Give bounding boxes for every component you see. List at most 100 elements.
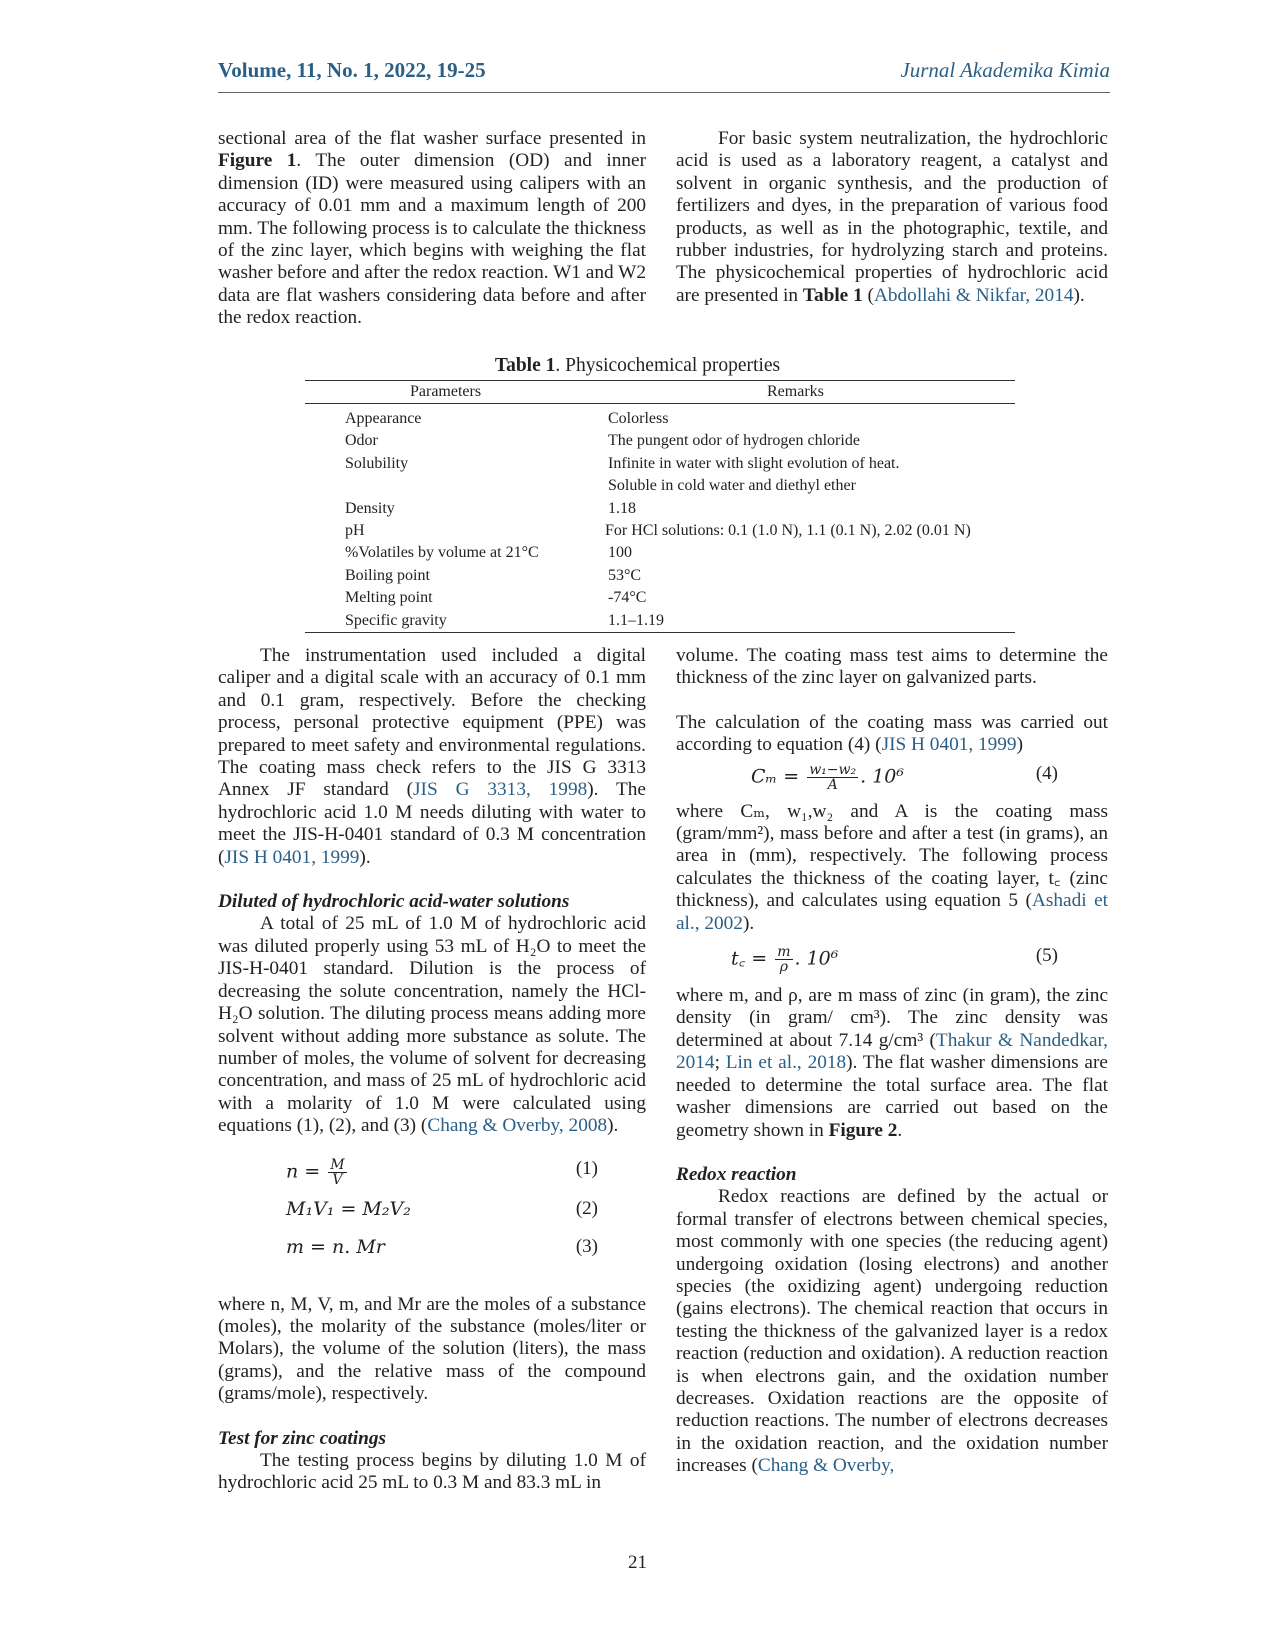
table-cell: Density xyxy=(345,499,395,517)
citation-link[interactable]: JIS H 0401, 1999 xyxy=(881,734,1017,756)
text: ). The hydrochloric acid 1.0 M needs dil… xyxy=(218,779,646,868)
header-rule xyxy=(218,92,1110,93)
section-heading: Diluted of hydrochloric acid-water solut… xyxy=(218,891,570,913)
paragraph: A total of 25 mL of 1.0 M of hydrochlori… xyxy=(218,913,646,1137)
figure-ref[interactable]: Figure 2 xyxy=(828,1119,898,1141)
table-cell: 1.1–1.19 xyxy=(608,611,664,629)
table-cell: For HCl solutions: 0.1 (1.0 N), 1.1 (0.1… xyxy=(605,521,971,539)
eq-expression: m = n. Mr xyxy=(286,1235,385,1258)
equation-2: M₁V₁ = M₂V₂ (2) xyxy=(218,1192,646,1230)
equation-number: (3) xyxy=(575,1235,598,1257)
right-column: volume. The coating mass test aims to de… xyxy=(676,645,1108,1478)
citation-link[interactable]: Ashadi et al., 2002 xyxy=(676,890,1108,934)
paragraph: where n, M, V, m, and Mr are the moles o… xyxy=(218,1293,646,1405)
text: ) xyxy=(1016,734,1023,756)
paragraph: where m, and ρ, are m mass of zinc (in g… xyxy=(676,985,1108,1142)
citation-link[interactable]: Thakur & Nandedkar, 2014 xyxy=(676,1029,1109,1074)
paragraph: where Cₘ, w₁,w₂ and A is the coating mas… xyxy=(676,801,1108,935)
citation-link[interactable]: JIS G 3313, 1998 xyxy=(413,779,588,801)
text: ). xyxy=(742,912,755,934)
table-ref[interactable]: Table 1 xyxy=(802,284,863,306)
equation-number: (5) xyxy=(1035,945,1058,967)
table-cell: Colorless xyxy=(608,410,669,427)
table-row: %Volatiles by volume at 21°C 100 xyxy=(305,542,1015,564)
text: where m, and ρ, are m mass of zinc (in g… xyxy=(676,985,1108,1051)
table-cell: 100 xyxy=(608,544,632,562)
text: The calculation of the coating mass was … xyxy=(676,711,1108,756)
table-header-cell: Remarks xyxy=(767,383,824,400)
text: where Cₘ, w₁,w₂ and A is the coating mas… xyxy=(676,800,1108,912)
section-heading: Redox reaction xyxy=(676,1163,797,1185)
paragraph: The instrumentation used included a digi… xyxy=(218,645,646,869)
paragraph: The calculation of the coating mass was … xyxy=(676,712,1108,757)
citation-link[interactable]: Lin et al., 2018 xyxy=(725,1052,847,1074)
text: ). xyxy=(607,1115,619,1137)
table-cell: -74°C xyxy=(608,589,647,607)
text: . The outer dimension (OD) and inner dim… xyxy=(218,150,647,329)
text: A total of 25 mL of 1.0 M of hydrochlori… xyxy=(218,913,646,1137)
page-number: 21 xyxy=(628,1552,647,1573)
table-cell: 53°C xyxy=(608,566,642,584)
eq-denominator: A xyxy=(827,776,838,793)
table-row: Boiling point 53°C xyxy=(305,565,1015,587)
table-cell: Odor xyxy=(345,432,378,450)
table-cell: Boiling point xyxy=(345,566,430,584)
text: For basic system neutralization, the hyd… xyxy=(676,128,1108,306)
table-row: Melting point -74°C xyxy=(305,587,1015,609)
eq-rhs: . 10⁶ xyxy=(860,765,904,788)
equation-number: (1) xyxy=(575,1157,598,1179)
text: ( xyxy=(862,284,874,306)
text: The instrumentation used included a digi… xyxy=(218,645,646,801)
table-cell: Solubility xyxy=(345,454,409,472)
text: . xyxy=(897,1119,903,1141)
eq-denominator: V xyxy=(332,1171,343,1188)
table-cell: Soluble in cold water and diethyl ether xyxy=(608,477,856,495)
eq-expression: M₁V₁ = M₂V₂ xyxy=(286,1197,411,1220)
text: ). The flat washer dimensions are needed… xyxy=(676,1052,1108,1141)
eq-lhs: n = xyxy=(286,1160,327,1183)
paragraph: volume. The coating mass test aims to de… xyxy=(676,645,1108,689)
table-cell: Melting point xyxy=(345,589,433,607)
table-caption-text: . Physicochemical properties xyxy=(555,355,781,376)
figure-ref[interactable]: Figure 1 xyxy=(218,150,297,172)
equation-number: (4) xyxy=(1035,762,1058,784)
eq-numerator: m xyxy=(775,944,793,961)
citation-link[interactable]: Chang & Overby, xyxy=(757,1455,895,1477)
equation-3: m = n. Mr (3) xyxy=(218,1230,646,1268)
table-row: Specific gravity 1.1–1.19 xyxy=(305,610,1015,632)
paragraph: The testing process begins by diluting 1… xyxy=(218,1449,646,1494)
table-header-row: Parameters Remarks xyxy=(305,381,1015,402)
journal-title: Jurnal Akademika Kimia xyxy=(900,58,1110,82)
citation-link[interactable]: Chang & Overby, 2008 xyxy=(427,1115,608,1137)
text: Redox reactions are defined by the actua… xyxy=(676,1186,1108,1477)
equation-number: (2) xyxy=(575,1197,598,1219)
citation-link[interactable]: JIS H 0401, 1999 xyxy=(224,846,360,868)
eq-numerator: M xyxy=(328,1156,347,1173)
text: sectional area of the flat washer surfac… xyxy=(218,128,646,149)
section-heading: Test for zinc coatings xyxy=(218,1427,387,1449)
citation-link[interactable]: Abdollahi & Nikfar, 2014 xyxy=(873,284,1074,306)
journal-volume: Volume, 11, No. 1, 2022, 19-25 xyxy=(218,58,486,82)
left-column: The instrumentation used included a digi… xyxy=(218,645,646,1495)
table-cell: %Volatiles by volume at 21°C xyxy=(345,544,539,562)
table-top-rule xyxy=(305,380,1015,381)
table-mid-rule xyxy=(305,403,1015,404)
paragraph: Redox reactions are defined by the actua… xyxy=(676,1186,1108,1477)
text: ). xyxy=(359,846,371,868)
table-bottom-rule xyxy=(305,631,1015,633)
eq-rhs: . 10⁶ xyxy=(794,947,839,970)
table-caption: Table 1. Physicochemical properties xyxy=(0,355,1275,377)
text: ). xyxy=(1073,284,1085,306)
table-caption-label: Table 1 xyxy=(494,355,556,376)
table-cell: Specific gravity xyxy=(345,611,447,629)
eq-lhs: t꜀ = xyxy=(731,947,774,970)
table-row: Soluble in cold water and diethyl ether xyxy=(305,475,1015,497)
